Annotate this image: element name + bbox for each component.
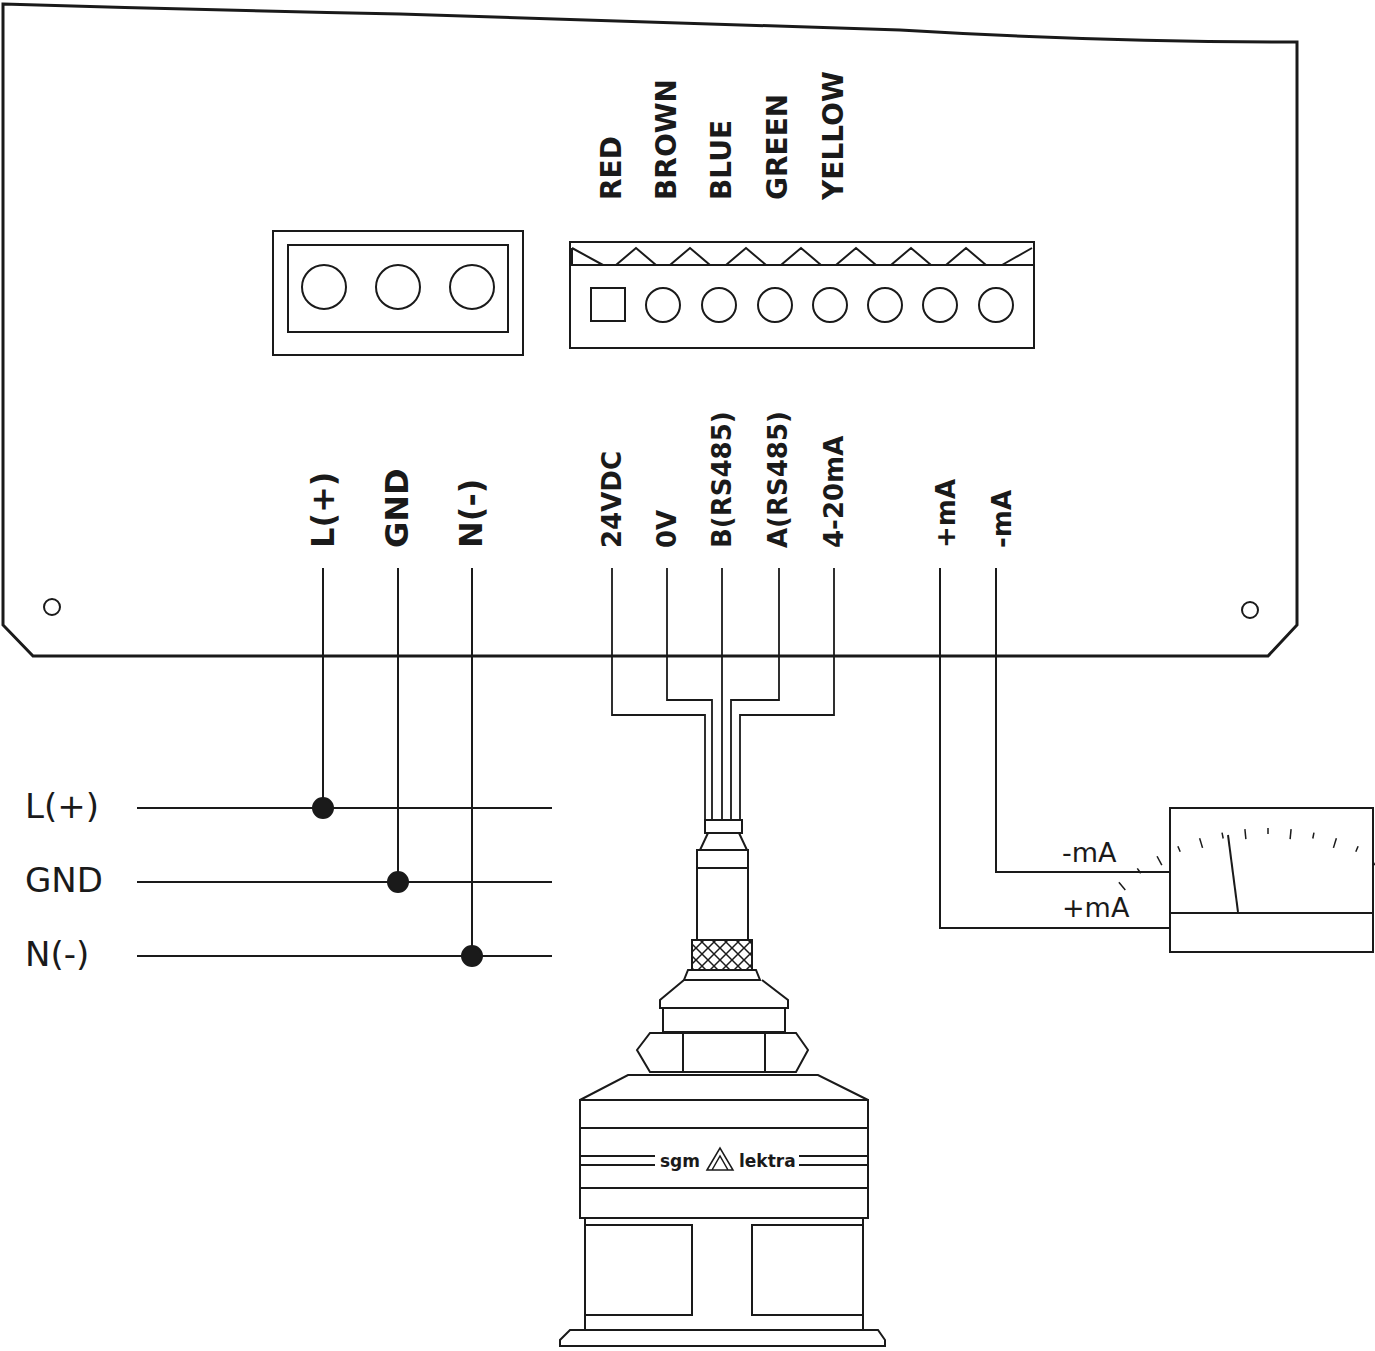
meter-label: +mA xyxy=(1062,894,1129,921)
terminal-square xyxy=(591,288,625,321)
meter-tick xyxy=(1137,868,1140,873)
terminal-label: 4-20mA xyxy=(821,436,847,548)
junction-dot xyxy=(388,872,408,892)
terminal-label: B(RS485) xyxy=(709,411,735,548)
meter-tick xyxy=(1289,829,1291,839)
wire-color: GREEN xyxy=(764,94,792,200)
terminal-label: 24VDC xyxy=(599,451,625,548)
enclosure-panel xyxy=(3,4,1297,656)
meter-tick xyxy=(1119,882,1125,890)
supply-label: GND xyxy=(25,863,103,897)
wire-color: BROWN xyxy=(653,79,681,200)
wire-color: BLUE xyxy=(708,120,736,200)
analog-meter xyxy=(1119,808,1375,952)
mains-wires xyxy=(137,568,552,956)
supply-label: N(-) xyxy=(25,937,89,971)
terminal-block-edge xyxy=(570,264,1034,266)
meter-tick xyxy=(1178,846,1180,852)
brand-logo: lektra xyxy=(736,1153,799,1170)
power-connector xyxy=(273,231,523,355)
brand-logo: sgm xyxy=(657,1153,703,1170)
meter-tick xyxy=(1267,828,1269,834)
power-terminal xyxy=(376,265,420,309)
terminal-label: -mA xyxy=(989,490,1015,548)
terminal-block xyxy=(570,242,1034,348)
wire-color: RED xyxy=(598,136,626,200)
mounting-hole xyxy=(1242,602,1258,618)
meter-tick xyxy=(1157,856,1162,865)
terminal-screws xyxy=(646,288,1013,322)
meter-tick xyxy=(1374,856,1375,865)
terminal-label: GND xyxy=(381,468,413,548)
sensor-cable-wires xyxy=(612,568,834,820)
terminal-label: L(+) xyxy=(307,472,339,548)
power-terminal xyxy=(302,265,346,309)
meter-tick xyxy=(1356,846,1358,852)
terminal-label: +mA xyxy=(933,479,959,548)
meter-tick xyxy=(1313,833,1314,839)
terminal-label: 0V xyxy=(654,510,680,548)
junction-dot xyxy=(313,798,333,818)
meter-wires xyxy=(940,568,1170,928)
meter-tick xyxy=(1222,833,1223,839)
power-connector-inner xyxy=(288,245,508,332)
supply-label: L(+) xyxy=(25,789,99,823)
junction-dot xyxy=(462,946,482,966)
terminal-label: A(RS485) xyxy=(765,411,791,548)
ultrasonic-sensor xyxy=(560,820,885,1346)
power-terminal xyxy=(450,265,494,309)
meter-tick xyxy=(1200,838,1203,848)
meter-label: -mA xyxy=(1062,839,1117,866)
terminal-latches xyxy=(572,248,1032,265)
meter-tick xyxy=(1333,838,1336,848)
meter-tick xyxy=(1244,829,1246,839)
terminal-label: N(-) xyxy=(455,479,487,548)
wire-color: YELLOW xyxy=(820,71,848,200)
mounting-hole xyxy=(44,599,60,615)
